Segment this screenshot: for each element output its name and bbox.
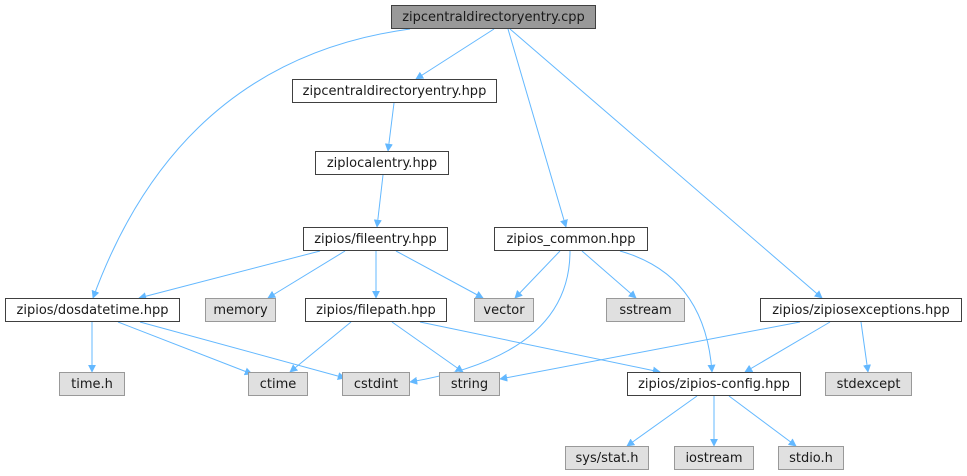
node-time-h[interactable]: time.h [59, 372, 125, 396]
node-zipios-config-hpp[interactable]: zipios/zipios-config.hpp [627, 372, 801, 396]
edge-10 [514, 250, 561, 299]
node-zipcentraldirectoryentry-hpp[interactable]: zipcentraldirectoryentry.hpp [292, 79, 497, 103]
node-sys-stat-h[interactable]: sys/stat.h [565, 446, 649, 470]
node-string[interactable]: string [439, 372, 500, 396]
node-ctime[interactable]: ctime [248, 372, 308, 396]
edge-17 [289, 321, 352, 373]
node-zipiosexceptions-hpp[interactable]: zipios/zipiosexceptions.hpp [760, 298, 962, 322]
edge-18 [391, 321, 464, 373]
node-dosdatetime-hpp[interactable]: zipios/dosdatetime.hpp [5, 298, 180, 322]
node-sstream[interactable]: sstream [606, 298, 685, 322]
node-cstdint[interactable]: cstdint [342, 372, 410, 396]
edge-1 [91, 28, 411, 299]
node-iostream[interactable]: iostream [674, 446, 754, 470]
edge-6 [138, 250, 321, 301]
node-memory[interactable]: memory [205, 298, 276, 322]
edge-21 [744, 321, 831, 373]
node-ziplocalentry-hpp[interactable]: ziplocalentry.hpp [315, 151, 449, 175]
node-root-cpp[interactable]: zipcentraldirectoryentry.cpp [391, 5, 596, 29]
edge-19 [419, 321, 661, 375]
edge-4 [384, 102, 395, 152]
edge-13 [619, 250, 716, 373]
edge-25 [728, 395, 797, 447]
node-vector[interactable]: vector [474, 298, 534, 322]
edge-5 [373, 174, 384, 228]
edge-2 [507, 28, 568, 228]
edge-0 [415, 28, 495, 80]
edge-15 [117, 321, 253, 376]
edge-7 [267, 250, 346, 299]
edge-16 [139, 321, 346, 380]
node-fileentry-hpp[interactable]: zipios/fileentry.hpp [303, 227, 448, 251]
edge-20 [499, 321, 801, 382]
edge-9 [395, 250, 484, 299]
node-stdio-h[interactable]: stdio.h [778, 446, 844, 470]
node-stdexcept[interactable]: stdexcept [825, 372, 912, 396]
node-zipios-common-hpp[interactable]: zipios_common.hpp [494, 227, 648, 251]
edge-23 [626, 395, 698, 447]
edge-22 [860, 321, 871, 373]
edge-11 [581, 250, 637, 299]
edge-3 [509, 28, 823, 299]
node-filepath-hpp[interactable]: zipios/filepath.hpp [305, 298, 447, 322]
